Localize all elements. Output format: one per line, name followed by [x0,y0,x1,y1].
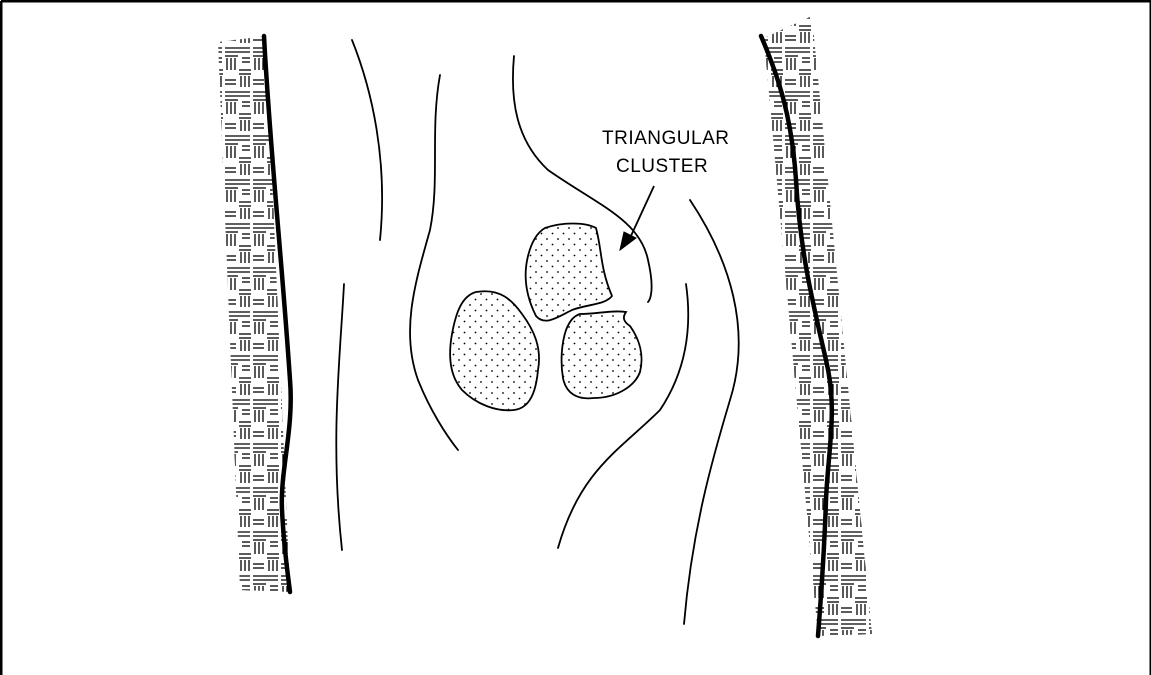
rock-right [562,311,642,398]
label-line-1: TRIANGULAR [602,128,729,149]
flow-line-3 [410,75,458,450]
flow-line-5 [684,200,739,624]
flow-line-2 [336,284,344,550]
rock-left [450,291,539,410]
arrow-head-icon [620,232,636,250]
rock-top [526,224,612,321]
left-bank-wall [218,36,291,592]
label-line-2: CLUSTER [616,156,708,177]
flow-line-1 [352,40,382,240]
cluster-label: TRIANGULAR CLUSTER [602,128,729,177]
label-arrow [620,186,654,250]
triangular-cluster [450,224,641,411]
right-bank-wall [761,16,872,636]
